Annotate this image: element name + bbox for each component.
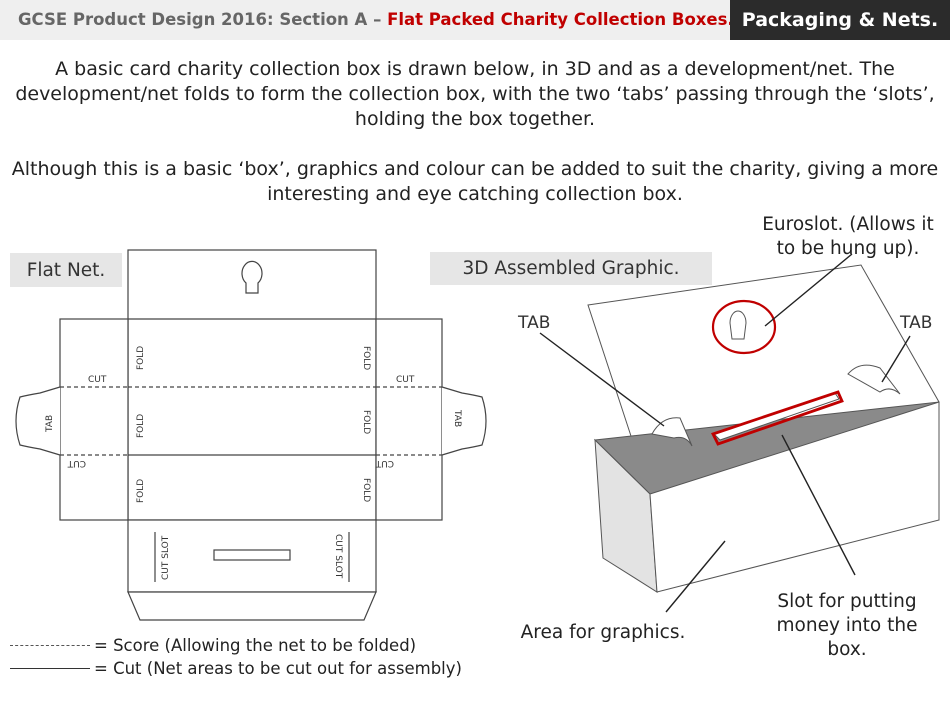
cut-label: CUT xyxy=(88,375,107,385)
euroslot-pointer xyxy=(764,253,853,327)
cut-label: CUT xyxy=(396,375,415,385)
fold-label: FOLD xyxy=(361,478,371,502)
tab-label: TAB xyxy=(45,415,55,433)
intro-paragraph-1: A basic card charity collection box is d… xyxy=(15,58,935,130)
key-cut-row: = Cut (Net areas to be cut out for assem… xyxy=(10,659,462,678)
euroslot-note-line-1: Euroslot. (Allows it xyxy=(762,214,934,235)
page-title: GCSE Product Design 2016: Section A – Fl… xyxy=(18,10,734,29)
title-main: GCSE Product Design 2016: Section A – xyxy=(18,10,388,29)
money-slot-note: Slot for putting money into the box. xyxy=(762,590,932,662)
key-score-row: = Score (Allowing the net to be folded) xyxy=(10,636,416,655)
fold-label: FOLD xyxy=(136,346,146,370)
tab-label-right: TAB xyxy=(900,313,933,333)
coin-slot-pointer xyxy=(781,434,856,576)
fold-label: FOLD xyxy=(361,410,371,434)
tab-pointer xyxy=(539,332,665,427)
euroslot-note-line-2: to be hung up). xyxy=(776,238,920,259)
euroslot-hole-icon xyxy=(241,260,263,294)
flat-net-diagram xyxy=(15,249,487,621)
money-slot-note-line-3: box. xyxy=(827,639,867,660)
key-score-text: = Score (Allowing the net to be folded) xyxy=(94,636,417,655)
money-slot-note-line-2: money into the xyxy=(776,615,918,636)
coin-slot-outline xyxy=(213,549,291,561)
intro-paragraph-2: Although this is a basic ‘box’, graphics… xyxy=(11,158,939,205)
fold-label: FOLD xyxy=(136,414,146,438)
cut-label: CUT xyxy=(67,458,86,468)
fold-label: FOLD xyxy=(136,479,146,503)
money-slot-note-line-1: Slot for putting xyxy=(777,591,917,612)
topic-badge: Packaging & Nets. xyxy=(730,0,950,40)
score-line-sample xyxy=(10,645,90,646)
coin-slot-highlight xyxy=(711,390,844,446)
tab-pointer xyxy=(881,335,911,383)
net-right-side xyxy=(375,318,443,521)
net-bottom-flap xyxy=(127,591,377,621)
box-right-tab xyxy=(847,364,901,395)
euroslot-highlight-ring xyxy=(711,299,777,355)
fold-label: FOLD xyxy=(361,346,371,370)
tab-label-left: TAB xyxy=(518,313,551,333)
net-left-side xyxy=(59,318,129,521)
cut-line-sample xyxy=(10,668,90,669)
flat-net-label: Flat Net. xyxy=(10,253,122,287)
title-accent: Flat Packed Charity Collection Boxes. xyxy=(387,10,734,29)
cut-label: CUT xyxy=(375,458,394,468)
key-cut-text: = Cut (Net areas to be cut out for assem… xyxy=(94,659,462,678)
graphics-area-pointer xyxy=(665,540,726,613)
net-right-tab xyxy=(441,386,487,456)
cut-slot-label: CUT SLOT xyxy=(161,535,171,580)
net-outline-top xyxy=(127,249,377,521)
tab-label: TAB xyxy=(452,409,462,427)
assembled-graphic-label: 3D Assembled Graphic. xyxy=(430,252,712,285)
euroslot-hole-icon xyxy=(729,310,747,340)
net-left-tab xyxy=(15,386,61,456)
euroslot-note: Euroslot. (Allows it to be hung up). xyxy=(748,213,948,261)
graphics-area-note: Area for graphics. xyxy=(520,622,686,643)
cut-slot-label: CUT SLOT xyxy=(333,534,343,579)
